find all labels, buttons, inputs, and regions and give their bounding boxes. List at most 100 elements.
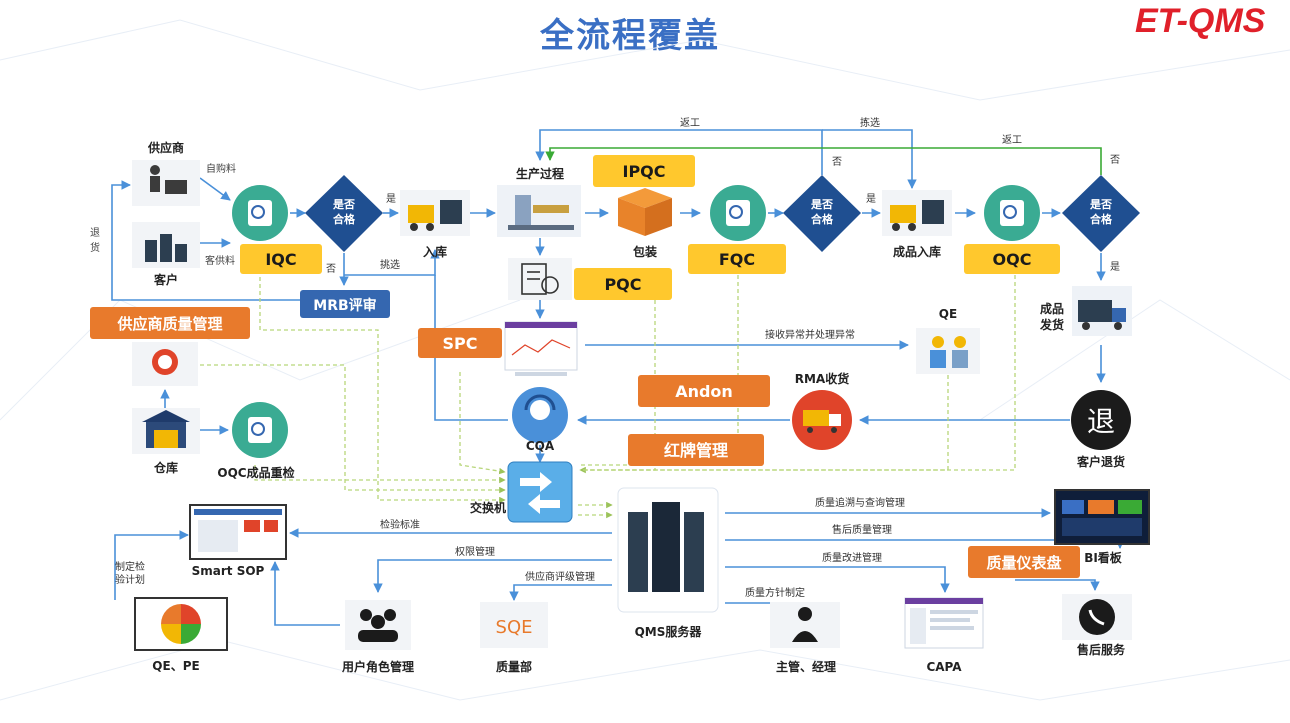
inspection-std-label: 检验标准 xyxy=(380,518,420,531)
customer-supply-node: 客户 xyxy=(132,222,200,287)
worker-cart-icon xyxy=(150,165,187,194)
sorting-label: 拣选 xyxy=(860,116,880,129)
supplier-node: 供应商 xyxy=(132,140,200,206)
svg-text:OQC成品重检: OQC成品重检 xyxy=(217,465,294,480)
warehouse-node: 仓库 xyxy=(132,408,200,475)
page-title: 全流程覆盖 xyxy=(540,16,720,56)
inspection-report-icon xyxy=(521,263,559,295)
fqc-badge: FQC xyxy=(688,244,786,274)
no-label-3: 否 xyxy=(1110,154,1120,166)
mrb-badge: MRB评审 xyxy=(300,290,390,318)
users-group-icon xyxy=(358,609,398,642)
iqc-node xyxy=(232,185,288,241)
forklift-icon xyxy=(890,200,944,231)
svg-text:交换机: 交换机 xyxy=(470,500,506,515)
delivery-truck-icon xyxy=(803,410,841,433)
svg-text:CQA: CQA xyxy=(526,439,555,453)
server-rack-icon xyxy=(628,502,704,592)
decision-label-1a: 是否 xyxy=(332,198,355,211)
customer-return-node: 退 客户退货 xyxy=(1071,390,1131,469)
svg-text:QMS服务器: QMS服务器 xyxy=(635,624,703,639)
pqc-badge: PQC xyxy=(574,268,672,300)
decision-label-1b: 合格 xyxy=(333,212,356,226)
decision-label-3b: 合格 xyxy=(1090,212,1113,226)
warehouse-in-node: 入库 xyxy=(400,190,470,259)
spc-screen xyxy=(504,321,578,376)
andon-badge: Andon xyxy=(638,375,770,407)
svg-text:客户退货: 客户退货 xyxy=(1076,454,1125,469)
engineers-icon xyxy=(930,336,968,368)
rma-node: RMA收货 xyxy=(792,371,852,450)
spc-badge: SPC xyxy=(418,328,502,358)
self-purchase-label: 自购料 xyxy=(206,162,236,175)
svg-text:IPQC: IPQC xyxy=(622,162,665,181)
svg-text:IQC: IQC xyxy=(265,250,296,269)
plan-label-2: 验计划 xyxy=(115,573,145,586)
yes-label-1: 是 xyxy=(386,193,396,205)
yes-label-2: 是 xyxy=(866,193,876,205)
headset-icon xyxy=(530,400,550,420)
pick-label: 挑选 xyxy=(380,258,400,271)
svg-text:成品入库: 成品入库 xyxy=(893,244,941,259)
svg-text:PQC: PQC xyxy=(604,275,641,294)
quality-dashboard-badge: 质量仪表盘 xyxy=(968,546,1080,578)
return-icon: 退 xyxy=(1087,405,1115,438)
box-icon xyxy=(618,188,672,236)
ipqc-badge: IPQC xyxy=(593,155,695,187)
cqa-node: CQA xyxy=(512,387,568,453)
svg-text:RMA收货: RMA收货 xyxy=(795,371,849,386)
svg-text:OQC: OQC xyxy=(993,250,1032,269)
phone-icon xyxy=(1079,599,1115,635)
magnifier-icon xyxy=(251,205,265,219)
receive-abnormal-label: 接收异常并处理异常 xyxy=(765,328,855,341)
svg-text:MRB评审: MRB评审 xyxy=(313,297,376,314)
permission-label: 权限管理 xyxy=(455,545,495,558)
no-label-2: 否 xyxy=(832,156,842,168)
trace-query-label: 质量追溯与查询管理 xyxy=(815,496,905,509)
magnifier-icon xyxy=(729,205,743,219)
rework-label-2: 返工 xyxy=(1002,134,1022,146)
red-tag-badge: 红牌管理 xyxy=(628,434,764,466)
finished-ship-label-2: 发货 xyxy=(1039,317,1064,332)
oqc-node xyxy=(984,185,1040,241)
truck-icon xyxy=(1078,300,1126,330)
yes-label-3: 是 xyxy=(1110,261,1120,273)
brand-logo: ET-QMS xyxy=(1135,2,1266,40)
no-label-1: 否 xyxy=(326,263,336,275)
return-goods-side-label-2: 货 xyxy=(90,241,100,254)
policy-label: 质量方针制定 xyxy=(745,586,805,599)
svg-text:生产过程: 生产过程 xyxy=(516,166,564,181)
manager-node: 主管、经理 xyxy=(770,602,840,674)
qms-server-node: QMS服务器 xyxy=(617,487,719,639)
svg-text:主管、经理: 主管、经理 xyxy=(776,659,836,674)
manager-person-icon xyxy=(792,607,818,642)
bi-board-node: BI看板 xyxy=(1054,489,1150,565)
supplier-label: 供应商 xyxy=(147,140,184,155)
pqc-node xyxy=(508,258,572,300)
switch-arrows-icon xyxy=(520,472,560,514)
improve-label: 质量改进管理 xyxy=(822,551,882,564)
svg-text:售后服务: 售后服务 xyxy=(1077,642,1126,657)
factory-icon xyxy=(145,234,187,262)
svg-text:供应商质量管理: 供应商质量管理 xyxy=(116,315,222,333)
rework-feedback-line xyxy=(545,147,1102,175)
sqe-node: SQE 质量部 xyxy=(480,602,548,674)
production-node: 生产过程 xyxy=(497,166,581,237)
decision-label-2a: 是否 xyxy=(810,198,833,211)
supplier-qm-icon xyxy=(132,342,198,386)
fqc-node xyxy=(710,185,766,241)
forklift-icon xyxy=(408,200,462,231)
return-goods-side-label-1: 退 xyxy=(90,227,100,239)
magnifier-icon xyxy=(251,422,265,436)
customer-label: 客户 xyxy=(153,272,178,287)
oqc-recheck-node: OQC成品重检 xyxy=(217,402,295,480)
svg-text:Smart SOP: Smart SOP xyxy=(192,564,265,578)
smart-sop-node: Smart SOP xyxy=(189,504,287,578)
svg-text:仓库: 仓库 xyxy=(153,460,178,475)
decision-diamond-3: 是否 合格 xyxy=(1062,175,1140,252)
after-sales-node: 售后服务 xyxy=(1062,594,1132,657)
svg-text:BI看板: BI看板 xyxy=(1084,550,1123,565)
svg-text:QE、PE: QE、PE xyxy=(152,659,199,673)
svg-text:用户角色管理: 用户角色管理 xyxy=(341,659,414,674)
